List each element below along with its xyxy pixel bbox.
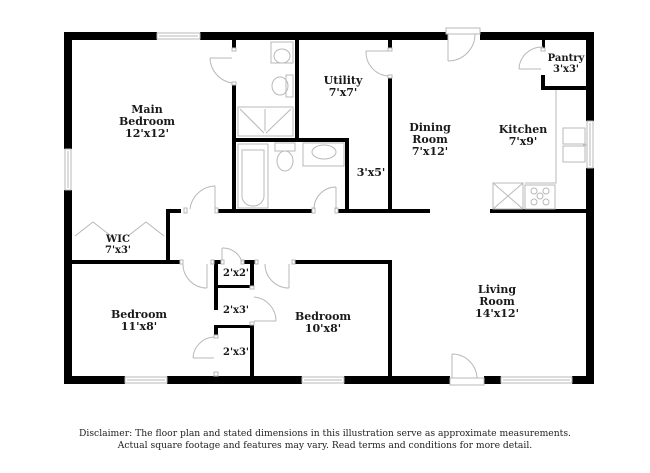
bath2-toilet-icon [274, 142, 296, 172]
bath2-tub-icon [237, 143, 269, 209]
doors[interactable] [74, 27, 546, 386]
room-name: Pantry [547, 53, 585, 64]
door-closet-b [249, 285, 277, 326]
window-bedroom1-bottom [124, 376, 168, 384]
room-bedroom-2: Bedroom 10'x8' [295, 311, 351, 335]
room-name: Utility [323, 74, 363, 87]
door-utility [365, 47, 393, 79]
interior-walls [72, 40, 594, 376]
window-main-bedroom-top [156, 32, 201, 40]
room-living: Living Room 14'x12' [475, 284, 519, 320]
room-utility: Utility 7'x7' [324, 75, 363, 99]
room-wic: WIC 7'x3' [105, 234, 131, 256]
door-pantry [518, 46, 546, 70]
bath1-toilet-icon [271, 74, 294, 98]
disclaimer-line-2: Actual square footage and features may v… [117, 440, 533, 451]
disclaimer-line-1: Disclaimer: The floor plan and stated di… [79, 428, 571, 439]
front-door-top [445, 27, 481, 62]
room-name: Bedroom [294, 310, 352, 323]
door-bath2 [311, 186, 339, 214]
door-main-bath [209, 47, 237, 86]
door-bedroom2 [254, 259, 296, 289]
room-name: Bedroom [118, 115, 176, 128]
room-main-bedroom: Main Bedroom 12'x12' [119, 104, 175, 140]
door-bedroom1 [179, 259, 215, 289]
room-dims: 3'x3' [552, 64, 580, 75]
room-name: Room [412, 133, 448, 146]
kitchen-counter [492, 90, 557, 210]
stove-icon [524, 184, 556, 210]
room-dims: 12'x12' [125, 127, 169, 140]
room-dims: 7'x7' [328, 86, 358, 99]
kitchen-sink-icon [562, 127, 587, 163]
room-hall-closet: 3'x5' [357, 167, 386, 179]
window-living-bottom [500, 376, 573, 384]
room-dims: 7'x3' [104, 245, 132, 256]
room-dims: 2'x3' [222, 305, 250, 316]
room-name: Dining [409, 121, 451, 134]
window-main-bedroom-left [64, 148, 72, 191]
room-dims: 2'x3' [222, 347, 250, 358]
disclaimer: Disclaimer: The floor plan and stated di… [0, 428, 650, 452]
room-bedroom-1: Bedroom 11'x8' [111, 309, 167, 333]
room-dims: 10'x8' [304, 322, 342, 335]
door-closet-c [192, 334, 219, 377]
window-bedroom2-bottom [301, 376, 345, 384]
wic-bifold-doors [74, 221, 165, 237]
room-name: Bedroom [110, 308, 168, 321]
bath1-sink-icon [270, 41, 294, 64]
exterior-walls [64, 32, 594, 384]
room-dims: 2'x2' [222, 268, 250, 279]
room-name: WIC [106, 234, 130, 245]
window-kitchen-right [586, 120, 594, 169]
door-main-bedroom [183, 185, 219, 214]
room-dims: 14'x12' [475, 307, 519, 320]
bath1-shower-icon [237, 106, 294, 137]
room-pantry: Pantry 3'x3' [548, 53, 585, 75]
room-closet-b: 2'x3' [223, 305, 249, 316]
room-name: Room [479, 295, 515, 308]
room-name: Kitchen [498, 123, 548, 136]
door-closet-a [220, 247, 245, 265]
room-name: Living [477, 283, 517, 296]
room-closet-c: 2'x3' [223, 347, 249, 358]
front-door-bottom [449, 353, 485, 386]
room-closet-a: 2'x2' [223, 268, 249, 279]
room-dims: 11'x8' [120, 320, 158, 333]
room-dims: 3'x5' [356, 166, 386, 179]
room-dining: Dining Room 7'x12' [409, 122, 451, 158]
room-kitchen: Kitchen 7'x9' [499, 124, 548, 148]
room-dims: 7'x12' [411, 145, 449, 158]
fixtures [237, 41, 587, 210]
bath2-sink-icon [302, 142, 345, 167]
room-name: Main [131, 103, 163, 116]
windows [64, 32, 594, 384]
room-dims: 7'x9' [508, 135, 538, 148]
